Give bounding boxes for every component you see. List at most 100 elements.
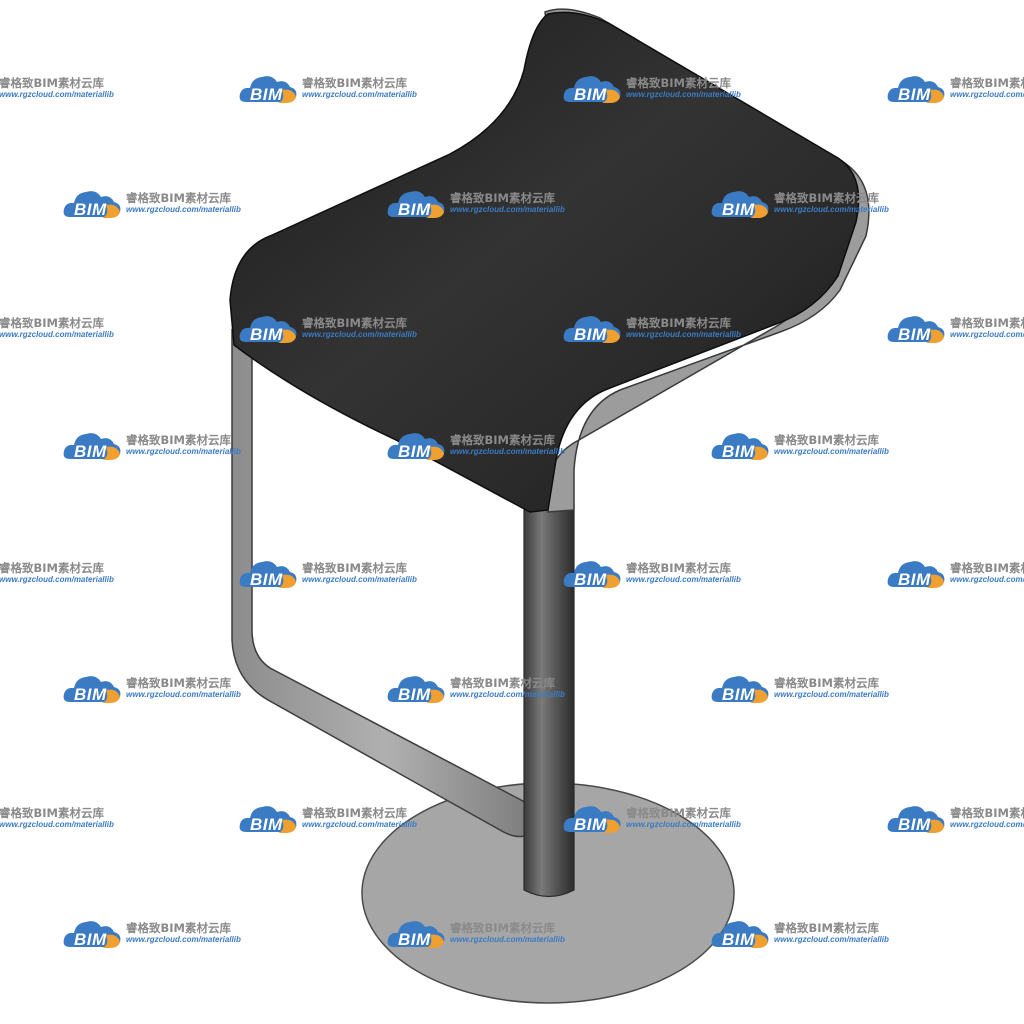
watermark-title: 睿格致BIM素材云库	[450, 676, 555, 690]
cloud-logo-icon	[711, 921, 769, 948]
cloud-logo-icon	[63, 191, 121, 218]
watermark: BIM 睿格致BIM素材云库 www.rgzcloud.com/material…	[710, 668, 950, 708]
watermark-logo-text: BIM	[74, 442, 107, 461]
cloud-logo-icon	[387, 921, 445, 948]
watermark-logo-text: BIM	[398, 200, 431, 219]
watermark: BIM 睿格致BIM素材云库 www.rgzcloud.com/material…	[386, 913, 626, 953]
watermark: BIM 睿格致BIM素材云库 www.rgzcloud.com/material…	[62, 183, 302, 223]
watermark-title: 睿格致BIM素材云库	[126, 433, 231, 447]
watermark-title: 睿格致BIM素材云库	[774, 433, 879, 447]
watermark: BIM 睿格致BIM素材云库 www.rgzcloud.com/material…	[562, 308, 802, 348]
watermark-url: www.rgzcloud.com/materiallib	[0, 575, 114, 584]
watermark-logo-text: BIM	[398, 685, 431, 704]
watermark-title: 睿格致BIM素材云库	[774, 676, 879, 690]
watermark-logo-text: BIM	[574, 815, 607, 834]
watermark-logo-text: BIM	[574, 325, 607, 344]
watermark-logo-text: BIM	[898, 85, 931, 104]
watermark-url: www.rgzcloud.com/materiallib	[774, 690, 889, 699]
watermark: BIM 睿格致BIM素材云库 www.rgzcloud.com/material…	[710, 183, 950, 223]
watermark-title: 睿格致BIM素材云库	[302, 561, 407, 575]
cloud-logo-icon	[239, 76, 297, 103]
watermark-logo-text: BIM	[898, 815, 931, 834]
watermark-logo-text: BIM	[722, 200, 755, 219]
watermark-logo-text: BIM	[898, 325, 931, 344]
watermark-title: 睿格致BIM素材云库	[626, 76, 731, 90]
watermark: BIM 睿格致BIM素材云库 www.rgzcloud.com/material…	[238, 798, 478, 838]
watermark: BIM 睿格致BIM素材云库 www.rgzcloud.com/material…	[238, 68, 478, 108]
watermark: BIM 睿格致BIM素材云库 www.rgzcloud.com/material…	[62, 425, 302, 465]
watermark-url: www.rgzcloud.com/materiallib	[302, 575, 417, 584]
watermark-url: www.rgzcloud.com/materiallib	[774, 447, 889, 456]
watermark-url: www.rgzcloud.com/materiallib	[450, 205, 565, 214]
watermark-title: 睿格致BIM素材云库	[450, 921, 555, 935]
watermark-title: 睿格致BIM素材云库	[0, 316, 104, 330]
watermark: BIM 睿格致BIM素材云库 www.rgzcloud.com/material…	[62, 668, 302, 708]
watermark-url: www.rgzcloud.com/materiallib	[626, 820, 741, 829]
watermark-url: www.rgzcloud.com/materiallib	[450, 447, 565, 456]
watermark-title: 睿格致BIM素材云库	[302, 76, 407, 90]
watermark-title: 睿格致BIM素材云库	[626, 561, 731, 575]
watermark-title: 睿格致BIM素材云库	[126, 676, 231, 690]
watermark-logo-text: BIM	[722, 442, 755, 461]
watermark-title: 睿格致BIM素材云库	[126, 921, 231, 935]
watermark: BIM 睿格致BIM素材云库 www.rgzcloud.com/material…	[386, 425, 626, 465]
watermark-url: www.rgzcloud.com/materiallib	[950, 330, 1024, 339]
watermark-logo-text: BIM	[250, 815, 283, 834]
stool-frame-lower	[231, 328, 541, 838]
watermark: BIM 睿格致BIM素材云库 www.rgzcloud.com/material…	[386, 183, 626, 223]
cloud-logo-icon	[711, 191, 769, 218]
watermark-url: www.rgzcloud.com/materiallib	[126, 205, 241, 214]
watermark-title: 睿格致BIM素材云库	[626, 316, 731, 330]
watermark-title: 睿格致BIM素材云库	[626, 806, 731, 820]
cloud-logo-icon	[63, 921, 121, 948]
watermark-title: 睿格致BIM素材云库	[302, 806, 407, 820]
watermark-title: 睿格致BIM素材云库	[950, 316, 1024, 330]
watermark-title: 睿格致BIM素材云库	[0, 561, 104, 575]
cloud-logo-icon	[887, 561, 945, 588]
watermark-logo-text: BIM	[898, 570, 931, 589]
cloud-logo-icon	[563, 806, 621, 833]
watermark-url: www.rgzcloud.com/materiallib	[774, 205, 889, 214]
watermark-url: www.rgzcloud.com/materiallib	[626, 330, 741, 339]
watermark-logo-text: BIM	[74, 685, 107, 704]
watermark: BIM 睿格致BIM素材云库 www.rgzcloud.com/material…	[886, 308, 1024, 348]
cloud-logo-icon	[887, 316, 945, 343]
watermark-logo-text: BIM	[398, 442, 431, 461]
watermark: BIM 睿格致BIM素材云库 www.rgzcloud.com/material…	[562, 798, 802, 838]
watermark-logo-text: BIM	[250, 570, 283, 589]
cloud-logo-icon	[387, 191, 445, 218]
cloud-logo-icon	[239, 806, 297, 833]
cloud-logo-icon	[563, 561, 621, 588]
watermark-title: 睿格致BIM素材云库	[450, 191, 555, 205]
watermark: BIM 睿格致BIM素材云库 www.rgzcloud.com/material…	[886, 68, 1024, 108]
watermark-url: www.rgzcloud.com/materiallib	[450, 690, 565, 699]
cloud-logo-icon	[387, 676, 445, 703]
watermark-title: 睿格致BIM素材云库	[450, 433, 555, 447]
watermark-url: www.rgzcloud.com/materiallib	[950, 820, 1024, 829]
watermark: BIM 睿格致BIM素材云库 www.rgzcloud.com/material…	[562, 553, 802, 593]
watermark-title: 睿格致BIM素材云库	[950, 561, 1024, 575]
watermark-url: www.rgzcloud.com/materiallib	[626, 575, 741, 584]
watermark: BIM 睿格致BIM素材云库 www.rgzcloud.com/material…	[886, 798, 1024, 838]
watermark-url: www.rgzcloud.com/materiallib	[774, 935, 889, 944]
cloud-logo-icon	[563, 316, 621, 343]
watermark-logo-text: BIM	[398, 930, 431, 949]
watermark-url: www.rgzcloud.com/materiallib	[950, 90, 1024, 99]
cloud-logo-icon	[563, 76, 621, 103]
watermark: BIM 睿格致BIM素材云库 www.rgzcloud.com/material…	[0, 553, 175, 593]
watermark-url: www.rgzcloud.com/materiallib	[450, 935, 565, 944]
watermark-url: www.rgzcloud.com/materiallib	[0, 330, 114, 339]
watermark-url: www.rgzcloud.com/materiallib	[126, 935, 241, 944]
cloud-logo-icon	[387, 433, 445, 460]
watermark-url: www.rgzcloud.com/materiallib	[126, 690, 241, 699]
cloud-logo-icon	[887, 806, 945, 833]
watermark: BIM 睿格致BIM素材云库 www.rgzcloud.com/material…	[238, 308, 478, 348]
cloud-logo-icon	[239, 561, 297, 588]
cloud-logo-icon	[63, 433, 121, 460]
watermark-url: www.rgzcloud.com/materiallib	[950, 575, 1024, 584]
watermark-title: 睿格致BIM素材云库	[0, 806, 104, 820]
cloud-logo-icon	[711, 433, 769, 460]
cloud-logo-icon	[887, 76, 945, 103]
watermark-logo-text: BIM	[722, 930, 755, 949]
watermark-title: 睿格致BIM素材云库	[302, 316, 407, 330]
